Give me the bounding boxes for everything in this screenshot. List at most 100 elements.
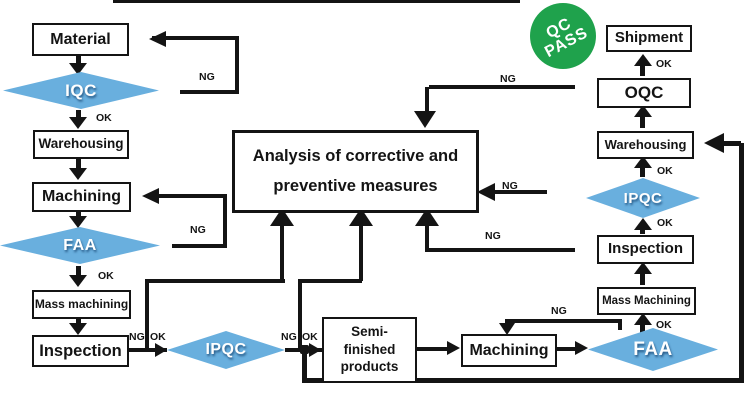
arrowhead-into-ipqc-bottom-icon: [155, 343, 167, 357]
arrowhead-into-machining-bottom-top-icon: [499, 323, 515, 335]
arrow-inspection-ipqc-shaft: [640, 229, 645, 234]
arrow-warehousing-machining-shaft: [76, 158, 81, 169]
qc-pass-text: QC PASS: [535, 11, 591, 62]
label-ok-bottom-left: OK: [150, 331, 166, 343]
connector-machining-faa: [556, 347, 576, 351]
arrow-mass-inspection-head-icon: [69, 323, 87, 335]
node-iqc: IQC: [3, 72, 159, 109]
label-ng-iqc: NG: [199, 71, 215, 83]
arrow-faa-mass-head-icon: [69, 275, 87, 287]
label-ok-bottom-mid: OK: [302, 331, 318, 343]
label-ng-oqc: NG: [500, 73, 516, 85]
label-ng-bottom-left: NG: [129, 331, 145, 343]
connector-faa-bottom-ng-h: [505, 319, 621, 323]
top-border-line: [113, 0, 520, 3]
arrow-warehousing-oqc-head-icon: [634, 105, 652, 117]
arrowhead-analysis-down-icon: [414, 111, 436, 128]
arrow-material-iqc-head-icon: [69, 63, 87, 75]
rail-stub: [723, 141, 741, 146]
rail-v-left: [302, 352, 307, 382]
arrowhead-into-machining-icon: [142, 188, 159, 204]
node-semi-line1: Semi-: [351, 323, 388, 339]
connector-analysis-up3-shaft: [425, 226, 429, 252]
connector-analysis-down-shaft: [425, 87, 429, 113]
rail-v-right: [739, 143, 744, 383]
connector-faa-bottom-ng-stub: [618, 319, 622, 330]
node-machining-left: Machining: [32, 182, 131, 212]
label-ok-warehousing-right: OK: [657, 165, 673, 177]
node-faa-left: FAA: [0, 227, 160, 264]
node-material-label: Material: [50, 30, 111, 48]
label-ok-iqc: OK: [96, 112, 112, 124]
connector-inspection-right-ng: [427, 248, 575, 252]
arrowhead-into-faa-bottom-icon: [575, 341, 588, 355]
arrowhead-into-semi-icon: [309, 343, 321, 357]
connector-analysis-up2-shaft: [359, 226, 363, 281]
arrow-iqc-warehousing-head-icon: [69, 117, 87, 129]
connector-analysis-up1-shaft: [280, 226, 284, 281]
label-ng-faa-left: NG: [190, 224, 206, 236]
connector-junction2-v: [298, 281, 302, 350]
connector-faa-ng-h2: [147, 194, 227, 198]
label-ng-ipqc-right: NG: [502, 180, 518, 192]
node-inspection-left-label: Inspection: [39, 341, 122, 360]
node-mass-machining-left: Mass machining: [32, 290, 131, 319]
node-analysis: Analysis of corrective and preventive me…: [232, 130, 479, 213]
qc-pass-stamp: QC PASS: [530, 3, 596, 69]
arrow-machining-faa-head-icon: [69, 216, 87, 228]
arrow-oqc-shipment-shaft: [640, 65, 645, 76]
node-inspection-left: Inspection: [32, 335, 129, 367]
node-inspection-right: Inspection: [597, 235, 694, 264]
node-analysis-line2: preventive measures: [273, 177, 438, 195]
node-iqc-label: IQC: [65, 80, 97, 100]
junction-dot: [300, 345, 309, 354]
node-mass-machining-right-label: Mass Machining: [602, 294, 691, 307]
node-oqc: OQC: [597, 78, 691, 108]
arrow-ipqc-warehousing-head-icon: [634, 156, 652, 168]
connector-inspection-ipqc: [125, 348, 167, 352]
node-warehousing-right-label: Warehousing: [604, 136, 687, 152]
connector-semi-machining: [417, 347, 447, 351]
arrow-faa-mass-shaft: [76, 266, 81, 276]
label-ng-bottom-mid: NG: [281, 331, 297, 343]
node-ipqc-bottom-label: IPQC: [205, 341, 247, 358]
label-ok-faa-bottom: OK: [656, 319, 672, 331]
connector-ipqc-right-ng: [495, 190, 547, 194]
connector-junction1-v: [145, 281, 149, 350]
node-faa-left-label: FAA: [63, 236, 97, 254]
arrowhead-into-warehousing-right-icon: [704, 133, 724, 153]
arrow-oqc-shipment-head-icon: [634, 54, 652, 66]
connector-iqc-ng-h2: [152, 36, 239, 40]
node-warehousing-left-label: Warehousing: [38, 136, 124, 152]
arrow-machining-faa-shaft: [76, 211, 81, 217]
label-ok-ipqc-right: OK: [657, 217, 673, 229]
connector-faa-ng-h1: [172, 244, 227, 248]
arrow-iqc-warehousing-shaft: [76, 110, 81, 118]
node-ipqc-right-label: IPQC: [623, 189, 663, 207]
arrowhead-into-machining-bottom-icon: [447, 341, 460, 355]
node-shipment-label: Shipment: [614, 29, 684, 47]
arrow-warehousing-machining-head-icon: [69, 168, 87, 180]
arrow-warehousing-oqc-shaft: [640, 116, 645, 128]
arrow-ipqc-warehousing-shaft: [640, 167, 645, 177]
node-faa-bottom-label: FAA: [633, 338, 673, 360]
node-faa-bottom: FAA: [588, 328, 718, 371]
node-mass-machining-right: Mass Machining: [597, 287, 696, 315]
node-mass-machining-left-label: Mass machining: [34, 297, 129, 311]
connector-junction2-h: [298, 279, 362, 283]
node-ipqc-right: IPQC: [586, 178, 700, 218]
arrow-material-iqc-shaft: [76, 55, 81, 64]
connector-oqc-ng-h: [429, 85, 575, 89]
node-material: Material: [32, 23, 129, 56]
node-ipqc-bottom: IPQC: [167, 331, 285, 369]
node-semi-line2: finished: [343, 341, 396, 357]
label-ok-shipment: OK: [656, 58, 672, 70]
node-machining-bottom-label: Machining: [469, 341, 549, 359]
connector-iqc-ng-v: [235, 37, 239, 94]
node-oqc-label: OQC: [624, 83, 664, 103]
node-warehousing-left: Warehousing: [33, 130, 129, 159]
node-warehousing-right: Warehousing: [597, 131, 694, 159]
node-inspection-right-label: Inspection: [607, 240, 683, 258]
arrowhead-into-analysis-right-icon: [477, 183, 495, 201]
